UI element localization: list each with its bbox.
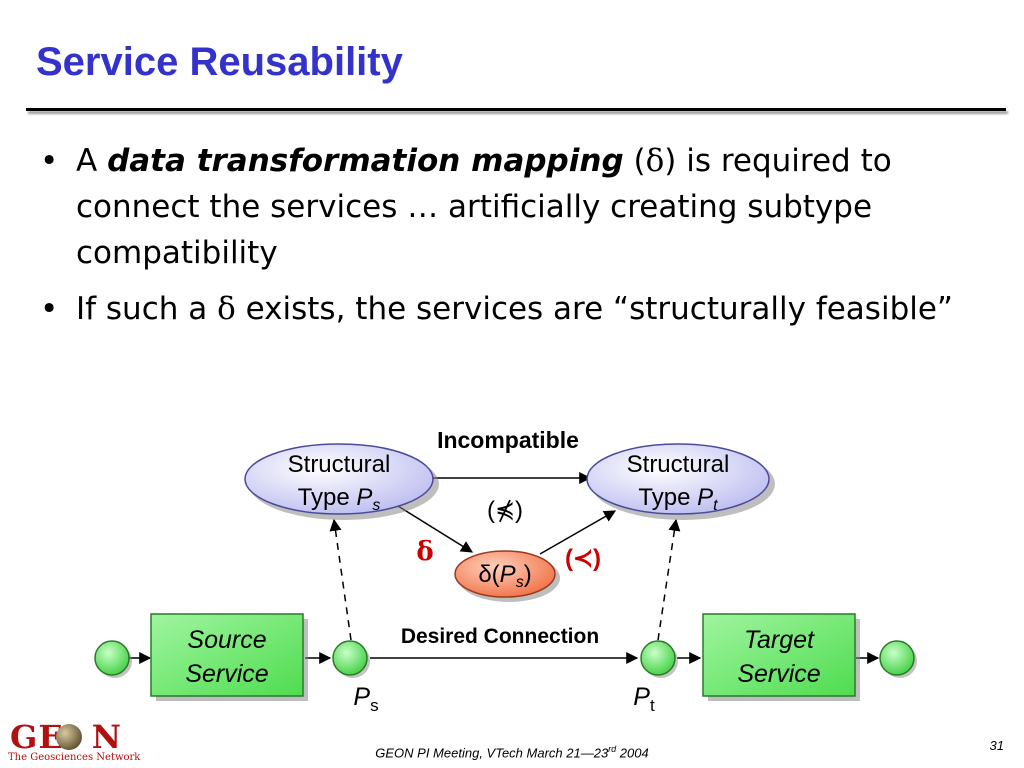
- source-port-link: [329, 518, 352, 641]
- structural-type-source-node: Structural Type Ps: [244, 443, 439, 520]
- logo-subtitle: The Geosciences Network: [8, 752, 141, 763]
- source-port-label: Ps: [353, 683, 378, 715]
- bullet-paren-open: (: [623, 143, 646, 179]
- globe-icon: [56, 724, 82, 750]
- incompatible-label: Incompatible: [437, 427, 579, 453]
- bullet-text-suffix: ) is required to connect the services … …: [76, 143, 892, 271]
- subtype-arrow: [539, 510, 617, 555]
- source-port-dot: [332, 640, 370, 678]
- slide-footer: GEON PI Meeting, VTech March 21—23rd 200…: [375, 744, 649, 761]
- source-service-line1: Source: [187, 626, 266, 654]
- target-service-line1: Target: [744, 626, 815, 654]
- service-diagram: Structural Type Ps Structural Type Pt δ(…: [94, 427, 917, 715]
- bullet-emphasis: data transformation mapping: [107, 143, 624, 179]
- input-port-dot: [94, 640, 132, 678]
- not-subtype-label: (⋠): [487, 497, 523, 524]
- title-divider: [26, 108, 1006, 111]
- target-service-box: Target Service: [702, 613, 860, 701]
- target-type-line2: Type Pt: [638, 484, 718, 514]
- slide-title: Service Reusability: [36, 40, 403, 84]
- desired-connection-label: Desired Connection: [401, 625, 599, 648]
- bullet-dot: •: [40, 291, 59, 327]
- source-service-line2: Service: [185, 660, 268, 688]
- source-type-line2: Type Ps: [298, 484, 381, 514]
- target-port-link: [657, 518, 681, 641]
- page-number: 31: [989, 738, 1004, 753]
- bullet-dot: •: [40, 143, 59, 179]
- bullet-item-mapping: • A data transformation mapping (δ) is r…: [38, 138, 978, 276]
- source-type-line1: Structural: [288, 451, 391, 478]
- target-port-label: Pt: [633, 683, 655, 715]
- target-port-dot: [640, 640, 678, 678]
- subtype-label: (≺): [565, 545, 601, 572]
- source-service-box: Source Service: [150, 613, 308, 701]
- delta-symbol: δ: [217, 291, 236, 327]
- delta-symbol: δ: [645, 143, 665, 179]
- output-port-dot: [879, 640, 917, 678]
- bullet-text-prefix: If such a: [76, 291, 218, 327]
- bullet-list: • A data transformation mapping (δ) is r…: [38, 138, 978, 342]
- structural-type-target-node: Structural Type Pt: [586, 443, 775, 520]
- bullet-item-feasible: • If such a δ exists, the services are “…: [38, 286, 978, 332]
- bullet-text-suffix: exists, the services are “structurally f…: [235, 291, 953, 327]
- mapping-node: δ(Ps): [454, 550, 560, 602]
- target-type-line1: Structural: [627, 451, 730, 478]
- mapping-node-label: δ(Ps): [478, 561, 531, 591]
- delta-label: δ: [416, 537, 433, 567]
- target-service-line2: Service: [737, 660, 820, 688]
- bullet-text-prefix: A: [76, 143, 108, 179]
- delta-arrow: [397, 505, 474, 553]
